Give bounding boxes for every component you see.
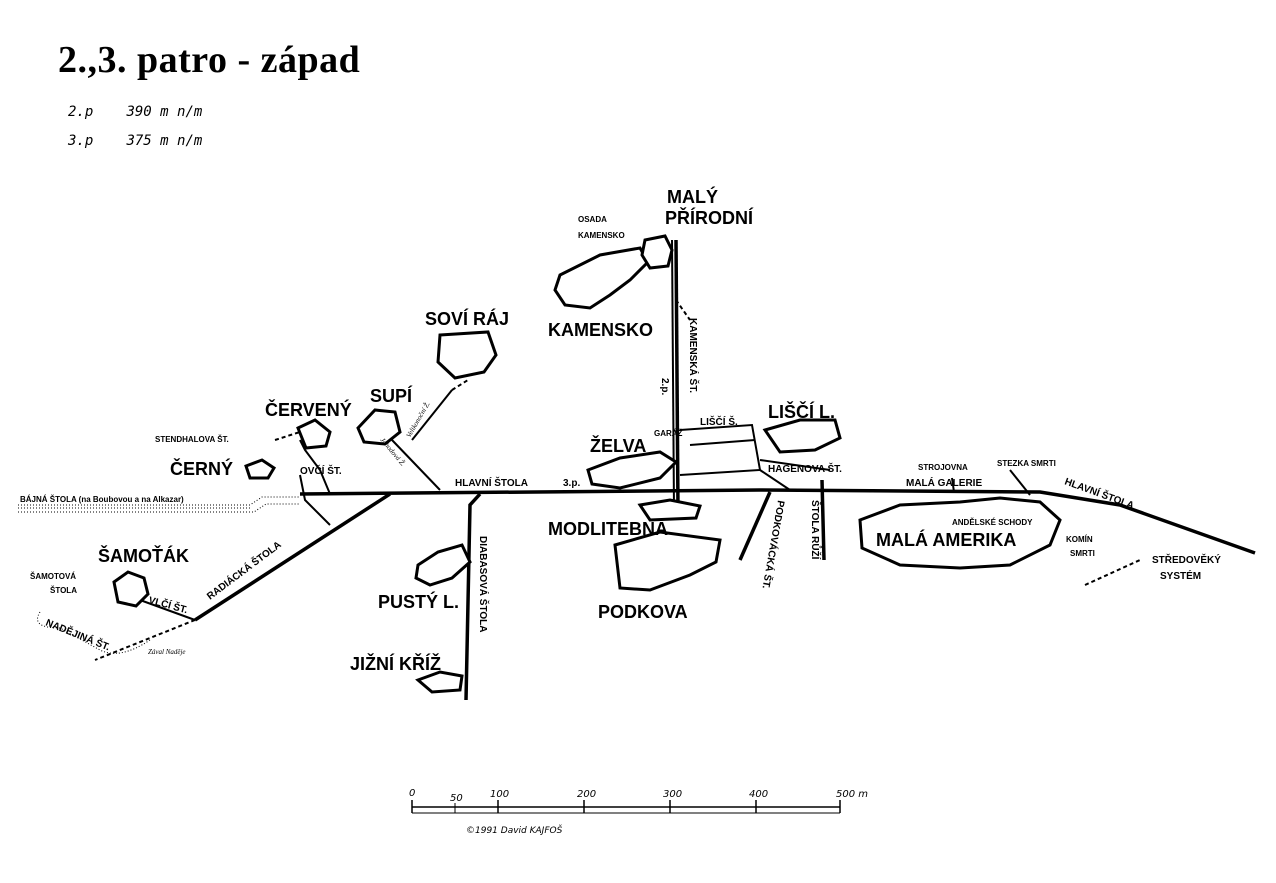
credit: ©1991 David KAJFOŠ xyxy=(466,826,563,836)
cave-lisci xyxy=(762,418,842,454)
cave-osada-kamensko xyxy=(640,234,674,270)
label-strojovna: STROJOVNA xyxy=(918,463,968,472)
label-podkovacka: PODKOVÁCKÁ ŠT. xyxy=(759,499,787,590)
cave-podkova xyxy=(613,530,722,592)
scale-tick: 50 xyxy=(450,793,463,804)
label-stredoveky-2: SYSTÉM xyxy=(1160,569,1201,582)
cave-cerveny xyxy=(296,418,332,450)
ovci-stola-line xyxy=(299,439,331,495)
label-2p: 2.p. xyxy=(659,378,670,395)
label-supi: SUPÍ xyxy=(370,385,413,406)
cave-kamensko xyxy=(553,246,650,310)
label-ovci-st: OVČÍ ŠT. xyxy=(300,464,342,477)
label-osada: OSADA xyxy=(578,215,607,224)
label-andelske-schody: ANDĚLSKÉ SCHODY xyxy=(952,518,1033,527)
scale-bar: 0 50 100 200 300 400 500 m xyxy=(409,788,868,814)
label-hlavni-stola: HLAVNÍ ŠTOLA xyxy=(455,476,528,489)
supi-connector xyxy=(391,439,441,491)
cave-cerny xyxy=(244,458,277,480)
cave-sovi-raj xyxy=(436,330,498,380)
elevation-value: 390 m n/m xyxy=(126,104,203,120)
stola-ruzi-line xyxy=(820,479,826,561)
label-hagenova: HAGENOVA ŠT. xyxy=(768,462,842,475)
kamenska-stola-line xyxy=(674,239,680,511)
label-lisci-l: LIŠČÍ L. xyxy=(768,401,835,422)
label-stezka-smrti: STEZKA SMRTI xyxy=(997,459,1056,468)
label-osada-2: KAMENSKO xyxy=(578,231,625,240)
label-sovi-raj: SOVÍ RÁJ xyxy=(425,308,509,329)
diabasova-stola-line xyxy=(464,492,482,701)
elevation-row: 2.p 390 m n/m xyxy=(68,104,202,120)
label-podkova: PODKOVA xyxy=(598,602,688,622)
label-mala-amerika: MALÁ AMERIKA xyxy=(876,529,1016,550)
label-zaval-nadeje: Zával Naděje xyxy=(148,648,186,656)
scale-tick: 0 xyxy=(409,788,415,799)
podkovacka-stola-line xyxy=(738,491,772,561)
stredoveky-connector xyxy=(1084,559,1141,586)
cave-modlitebna xyxy=(637,498,702,522)
label-komin-smrti: KOMÍN xyxy=(1066,535,1093,544)
elevation-row: 3.p 375 m n/m xyxy=(68,133,202,149)
strojovna-line xyxy=(951,477,955,493)
label-garaz: GARÁŽ xyxy=(654,429,683,438)
label-cerny: ČERNÝ xyxy=(170,458,233,479)
lisci-stola-line xyxy=(679,423,762,476)
label-stola-ruzi: ŠTOLA RŮŽÍ xyxy=(809,500,823,560)
label-nadejina: NADĚJINÁ ŠT. xyxy=(44,616,112,654)
hlavni-stola-line xyxy=(299,488,1256,555)
label-mala-galerie: MALÁ GALERIE xyxy=(906,476,982,489)
label-zelva: ŽELVA xyxy=(590,435,646,456)
scale-tick: 500 m xyxy=(836,789,868,800)
cave-jizni-kriz xyxy=(415,670,464,694)
label-jizni-kriz: JIŽNÍ KŘÍŽ xyxy=(350,653,441,674)
label-samotak: ŠAMOŤÁK xyxy=(98,545,189,566)
radiacka-stola-line xyxy=(194,492,391,622)
elevation-level: 2.p xyxy=(68,104,94,120)
label-3p: 3.p. xyxy=(563,478,580,489)
label-maly-prirodni-2: PŘÍRODNÍ xyxy=(665,207,754,228)
label-cerveny: ČERVENÝ xyxy=(265,399,352,420)
label-pusty-l: PUSTÝ L. xyxy=(378,591,459,612)
label-komin-smrti-2: SMRTI xyxy=(1070,549,1095,558)
label-maly-prirodni: MALÝ xyxy=(667,186,718,207)
scale-tick: 100 xyxy=(490,789,509,800)
scale-tick: 200 xyxy=(577,789,596,800)
bajna-stola-band xyxy=(18,496,300,513)
label-stendhalova: STENDHALOVA ŠT. xyxy=(155,435,229,444)
nadejina-stola-line xyxy=(94,619,196,661)
cave-zelva xyxy=(586,450,679,490)
label-modlitebna: MODLITEBNA xyxy=(548,519,668,539)
label-kamenska-st: KAMENSKÁ ŠT. xyxy=(687,318,700,393)
cave-supi xyxy=(356,408,402,446)
label-diabasova: DIABASOVÁ ŠTOLA xyxy=(477,536,490,633)
label-bajna-stola: BÁJNÁ ŠTOLA (na Boubovou a na Alkazar) xyxy=(20,495,184,504)
map-title: 2.,3. patro - západ xyxy=(58,39,361,81)
label-samotova: ŠAMOTOVÁ xyxy=(30,572,76,581)
label-stredoveky: STŘEDOVĚKÝ xyxy=(1152,553,1221,566)
label-lisci-st: LIŠČÍ Š. xyxy=(700,415,738,428)
elevation-value: 375 m n/m xyxy=(126,133,203,149)
cave-mala-amerika xyxy=(858,496,1062,570)
cave-samotak xyxy=(112,570,150,608)
scale-tick: 400 xyxy=(749,789,768,800)
elevation-level: 3.p xyxy=(68,133,94,149)
cave-pusty xyxy=(414,543,472,587)
scale-tick: 300 xyxy=(663,789,682,800)
label-samotova-2: ŠTOLA xyxy=(50,586,77,595)
label-hlavni-stola-2: HLAVNÍ ŠTOLA xyxy=(1063,475,1136,512)
label-vlci-st: VLČÍ ŠT. xyxy=(147,593,189,616)
label-kamensko: KAMENSKO xyxy=(548,320,653,340)
